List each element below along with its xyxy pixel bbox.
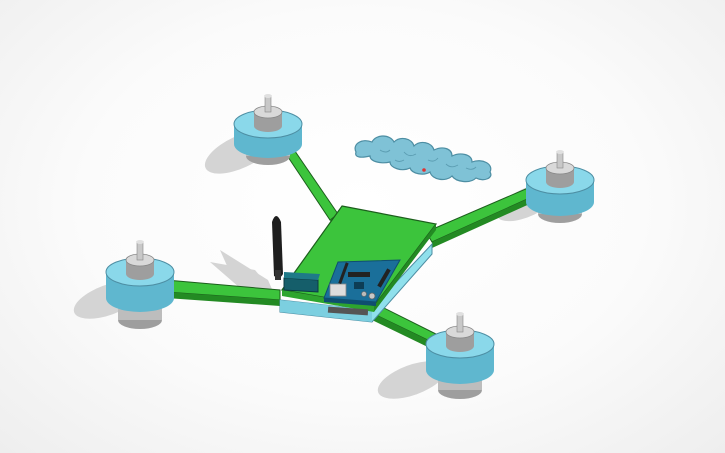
radio-module[interactable] (283, 272, 320, 293)
motor-back-right[interactable] (425, 312, 495, 399)
frame[interactable] (279, 205, 438, 323)
motor-front-right[interactable] (525, 150, 595, 223)
floating-cloud[interactable] (354, 135, 492, 183)
motor-back-left[interactable] (105, 240, 175, 329)
antenna[interactable] (272, 216, 283, 280)
motor-front-left[interactable] (233, 94, 303, 165)
controller-board[interactable] (323, 259, 401, 306)
